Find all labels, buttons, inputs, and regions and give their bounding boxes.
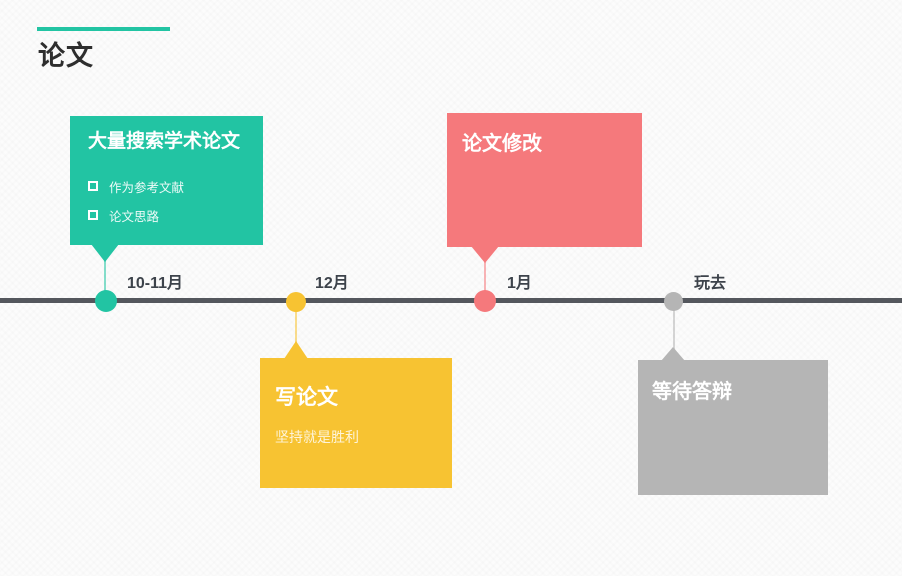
square-bullet-icon [88,210,98,221]
milestone-card-defense: 等待答辩 [638,360,828,495]
axis-label-dec: 12月 [315,275,349,292]
connector-stem [673,309,675,349]
bullet-item: 作为参考文献 [88,177,245,196]
timeline-dot-defense [664,292,683,311]
card-subtitle: 坚持就是胜利 [275,429,359,446]
card-title: 写论文 [275,386,338,409]
axis-label-play: 玩去 [694,275,727,292]
square-bullet-icon [88,181,98,192]
card-title: 等待答辩 [652,381,732,403]
connector-stem [295,309,297,343]
bullet-item: 论文思路 [88,206,245,225]
card-title: 大量搜索学术论文 [88,131,241,152]
slide-title: 论文 [38,41,94,71]
bullet-text: 论文思路 [109,209,160,224]
card-pointer-up [284,341,308,359]
connector-stem [484,262,486,294]
milestone-card-revise: 论文修改 [447,113,642,247]
timeline-dot-write [286,292,306,312]
card-pointer-down [91,244,119,262]
timeline-dot-search [95,290,117,312]
title-accent-bar [37,27,170,31]
milestone-card-write: 写论文 坚持就是胜利 [260,358,452,488]
axis-label-oct-nov: 10-11月 [127,275,184,292]
connector-stem [104,260,106,294]
bullet-text: 作为参考文献 [109,180,185,195]
card-pointer-up [661,347,685,361]
card-pointer-down [471,246,499,263]
timeline-axis [0,298,902,303]
card-title: 论文修改 [462,133,542,155]
timeline-dot-revise [474,290,496,312]
card-bullet-list: 作为参考文献 论文思路 [88,177,245,225]
milestone-card-search: 大量搜索学术论文 作为参考文献 论文思路 [70,116,263,245]
axis-label-jan: 1月 [507,275,532,292]
